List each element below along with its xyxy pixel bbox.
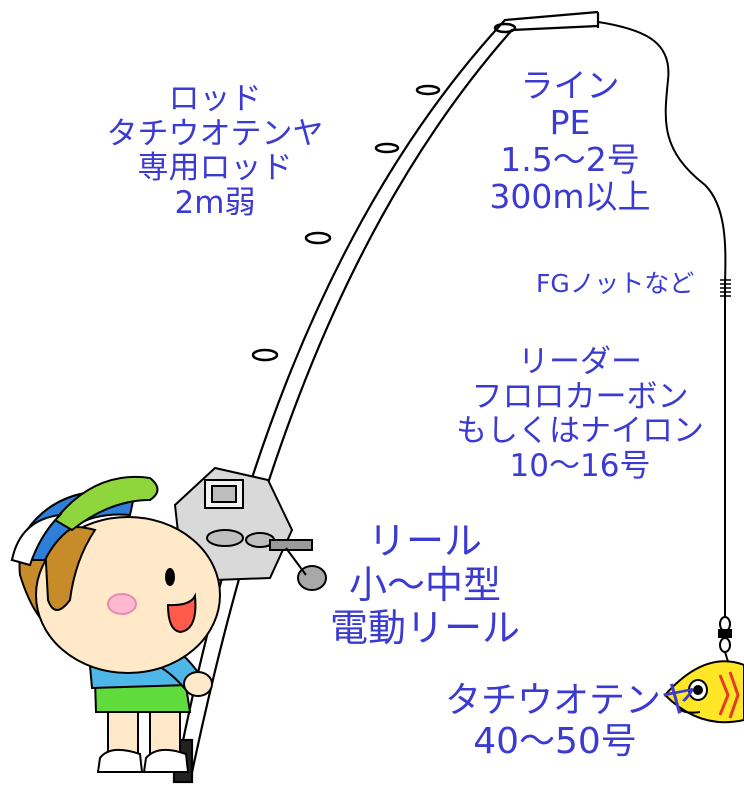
rod-label: ロッド タチウオテンヤ 専用ロッド 2m弱 [100, 82, 330, 221]
rod-label-line4: 2m弱 [174, 185, 256, 222]
jig-label-line2: 40～50号 [473, 721, 637, 763]
tachiuo-tenya-jig [663, 660, 744, 724]
reel-label-line3: 電動リール [329, 606, 520, 651]
line-label-line4: 300m以上 [489, 176, 651, 216]
child-angler [10, 476, 221, 773]
leader-label-line2: フロロカーボン [471, 378, 689, 415]
fg-knot [720, 279, 731, 297]
line-label: ライン PE 1.5～2号 300m以上 [460, 66, 680, 216]
reel-label-line1: リール [367, 519, 482, 563]
leader-label-line3: もしくはナイロン [456, 413, 704, 450]
jig-label: タチウオテンヤ 40～50号 [445, 680, 698, 763]
leader-label: リーダー フロロカーボン もしくはナイロン 10～16号 [440, 345, 720, 484]
leader-label-line1: リーダー [518, 344, 642, 380]
line-label-line2: PE [549, 102, 591, 142]
rod-guides [251, 22, 517, 362]
leader-label-line4: 10～16号 [509, 448, 651, 485]
line-label-line1: ライン [520, 66, 620, 105]
line-label-line3: 1.5～2号 [500, 139, 640, 179]
rod-label-line1: ロッド [168, 81, 262, 117]
reel-label-line2: 小～中型 [348, 562, 501, 607]
reel-label: リール 小～中型 電動リール [325, 519, 525, 651]
knot-label: FGノットなど [536, 269, 695, 298]
fishing-line [597, 21, 727, 620]
rod-label-line2: タチウオテンヤ [106, 115, 324, 152]
jig-label-line1: タチウオテンヤ [445, 680, 698, 721]
rod-label-line3: 専用ロッド [137, 150, 293, 187]
